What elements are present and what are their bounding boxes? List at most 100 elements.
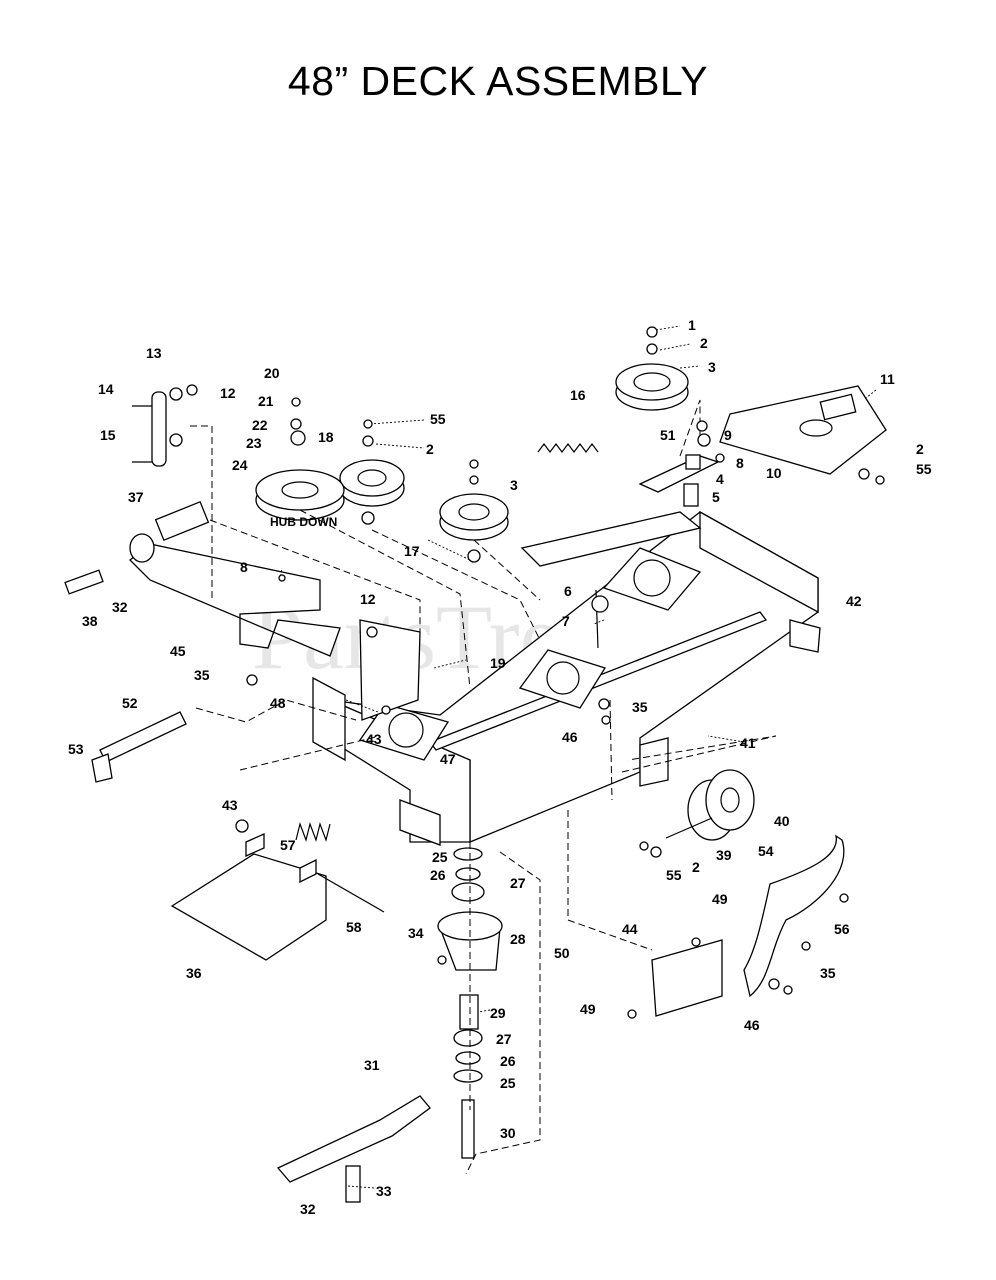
rod [91, 711, 187, 783]
blade [276, 1095, 431, 1183]
callout-43: 43 [222, 797, 238, 813]
callout-21: 21 [258, 393, 274, 409]
chain-link [132, 391, 167, 467]
callout-45: 45 [170, 643, 186, 659]
callout-56: 56 [834, 921, 850, 937]
callout-54: 54 [758, 843, 774, 859]
spring-57 [295, 821, 331, 843]
callout-55: 55 [666, 867, 682, 883]
callout-16: 16 [570, 387, 586, 403]
callout-55: 55 [916, 461, 932, 477]
callout-48: 48 [270, 695, 286, 711]
callout-4: 4 [716, 471, 724, 487]
rod-58 [317, 873, 385, 913]
callout-46: 46 [562, 729, 578, 745]
callout-2: 2 [700, 335, 708, 351]
callout-1: 1 [688, 317, 696, 333]
callout-8: 8 [736, 455, 744, 471]
callout-20: 20 [264, 365, 280, 381]
callout-49: 49 [580, 1001, 596, 1017]
callout-40: 40 [774, 813, 790, 829]
callout-6: 6 [564, 583, 572, 599]
callout-28: 28 [510, 931, 526, 947]
callout-51: 51 [660, 427, 676, 443]
callout-26: 26 [500, 1053, 516, 1069]
callout-7: 7 [562, 613, 570, 629]
callout-2: 2 [692, 859, 700, 875]
callout-12: 12 [220, 385, 236, 401]
page-title: 48” DECK ASSEMBLY [287, 58, 709, 104]
callout-46: 46 [744, 1017, 760, 1033]
idler-bracket [638, 454, 720, 507]
leader-lines [279, 325, 877, 1189]
callout-35: 35 [632, 699, 648, 715]
callout-38: 38 [82, 613, 98, 629]
callout-3: 3 [510, 477, 518, 493]
callout-2: 2 [426, 441, 434, 457]
callout-55: 55 [430, 411, 446, 427]
blade-bolt [345, 1165, 361, 1203]
callout-52: 52 [122, 695, 138, 711]
hardware [169, 326, 885, 1019]
callout-15: 15 [100, 427, 116, 443]
pulley-top [615, 363, 689, 411]
callout-18: 18 [318, 429, 334, 445]
lift-arm [64, 500, 341, 657]
pulley-18 [339, 459, 405, 507]
callout-9: 9 [724, 427, 732, 443]
callout-41: 41 [740, 735, 756, 751]
belt-cover [719, 385, 887, 475]
callout-30: 30 [500, 1125, 516, 1141]
callout-34: 34 [408, 925, 424, 941]
callout-29: 29 [490, 1005, 506, 1021]
callout-49: 49 [712, 891, 728, 907]
callout-25: 25 [500, 1075, 516, 1091]
callout-47: 47 [440, 751, 456, 767]
callout-36: 36 [186, 965, 202, 981]
callout-50: 50 [554, 945, 570, 961]
callout-31: 31 [364, 1057, 380, 1073]
gauge-wheel [665, 769, 755, 841]
pulley-3-mid [439, 493, 509, 541]
callout-32: 32 [300, 1201, 316, 1217]
callout-58: 58 [346, 919, 362, 935]
callout-39: 39 [716, 847, 732, 863]
spring [537, 443, 599, 453]
callout-44: 44 [622, 921, 638, 937]
callout-10: 10 [766, 465, 782, 481]
callout-12: 12 [360, 591, 376, 607]
discharge-chute [170, 832, 327, 961]
pulley-24 [255, 469, 345, 521]
baffle [651, 939, 723, 1017]
callout-22: 22 [252, 417, 268, 433]
callout-57: 57 [280, 837, 296, 853]
callout-53: 53 [68, 741, 84, 757]
callout-33: 33 [376, 1183, 392, 1199]
callout-8: 8 [240, 559, 248, 575]
callout-43: 43 [366, 731, 382, 747]
callout-23: 23 [246, 435, 262, 451]
callout-3: 3 [708, 359, 716, 375]
callout-35: 35 [820, 965, 836, 981]
callout-25: 25 [432, 849, 448, 865]
callout-2: 2 [916, 441, 924, 457]
callout-19: 19 [490, 655, 506, 671]
callout-14: 14 [98, 381, 114, 397]
callout-5: 5 [712, 489, 720, 505]
side-deflector [743, 834, 845, 998]
callout-17: 17 [404, 543, 420, 559]
callout-27: 27 [510, 875, 526, 891]
callout-labels: 1 2 3 2 55 11 9 51 8 4 10 5 16 55 2 3 18… [68, 317, 932, 1217]
assembly-lines [190, 399, 777, 1175]
callout-13: 13 [146, 345, 162, 361]
callout-35: 35 [194, 667, 210, 683]
deck-housing [312, 510, 821, 846]
callout-11: 11 [880, 371, 895, 387]
callout-24: 24 [232, 457, 248, 473]
callout-27: 27 [496, 1031, 512, 1047]
callout-26: 26 [430, 867, 446, 883]
callout-42: 42 [846, 593, 862, 609]
hub-down-note: HUB DOWN [270, 515, 337, 529]
callout-32: 32 [112, 599, 128, 615]
